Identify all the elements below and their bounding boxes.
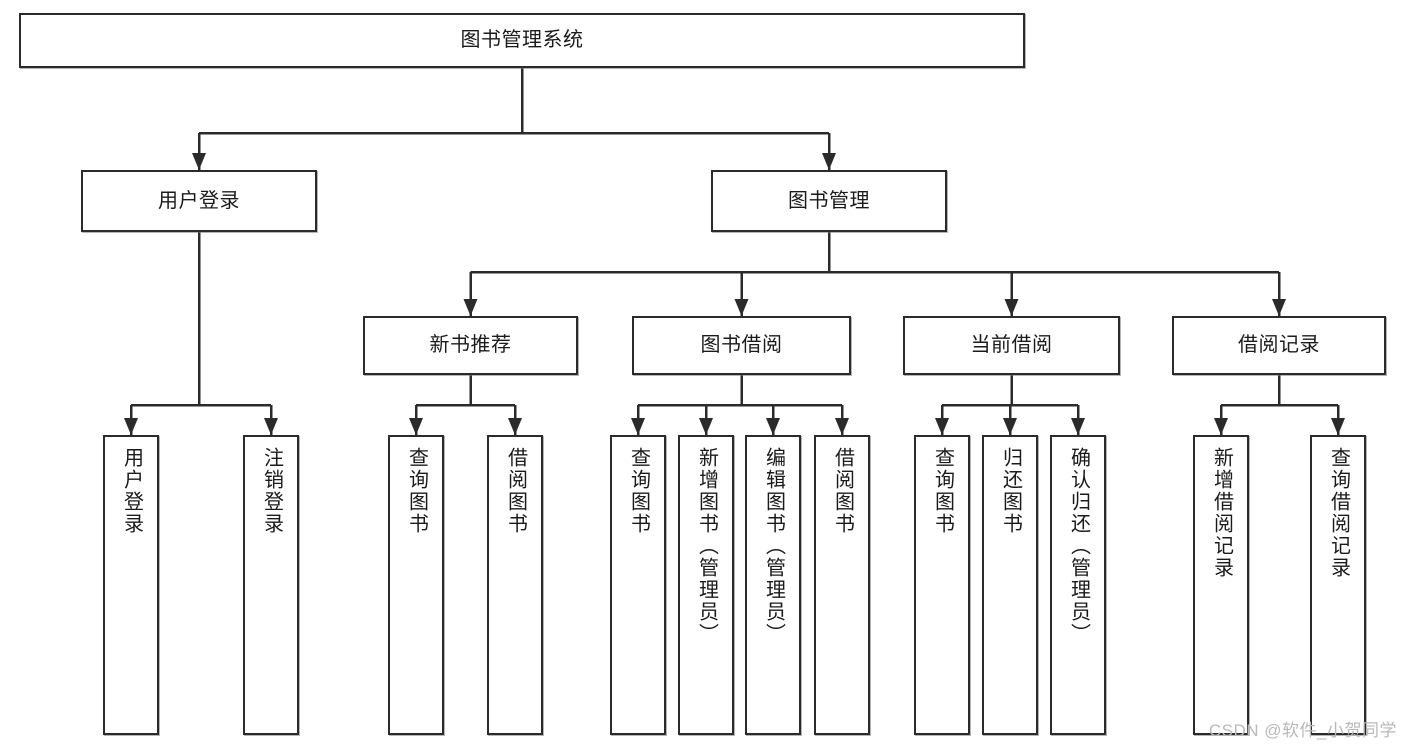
node-root[interactable]: 图书管理系统 <box>19 13 1025 68</box>
node-label: 用户登录 <box>158 189 240 212</box>
node-label: 编辑图书（管理员） <box>762 447 785 645</box>
node-label: 借阅图书 <box>831 447 854 535</box>
watermark-label: CSDN @软件_小贺同学 <box>1208 721 1397 740</box>
node-leaf-query-book-borrow[interactable]: 查询图书 <box>610 435 666 735</box>
arrowhead-leaf-query-book-borrow <box>631 418 645 435</box>
arrowhead-leaf-query-book-rec <box>409 418 423 435</box>
node-leaf-logout[interactable]: 注销登录 <box>243 435 299 735</box>
node-leaf-add-record[interactable]: 新增借阅记录 <box>1193 435 1249 735</box>
arrowhead-leaf-borrow-book-rec <box>508 418 522 435</box>
arrowhead-user-login <box>192 153 206 170</box>
node-label: 查询图书 <box>931 447 954 535</box>
arrowhead-leaf-add-book <box>699 418 713 435</box>
arrowhead-leaf-user-login <box>124 418 138 435</box>
arrowhead-leaf-confirm-return <box>1071 418 1085 435</box>
arrowhead-leaf-logout <box>264 418 278 435</box>
arrowhead-current-borrow <box>1004 299 1019 316</box>
node-label: 查询图书 <box>405 447 428 535</box>
arrowhead-leaf-borrow-book <box>835 418 849 435</box>
arrowhead-leaf-add-record <box>1214 418 1228 435</box>
node-borrow-record[interactable]: 借阅记录 <box>1172 316 1386 375</box>
node-leaf-query-book-rec[interactable]: 查询图书 <box>388 435 444 735</box>
node-leaf-add-book[interactable]: 新增图书（管理员） <box>678 435 734 735</box>
node-current-borrow[interactable]: 当前借阅 <box>903 316 1120 375</box>
node-leaf-confirm-return[interactable]: 确认归还（管理员） <box>1050 435 1106 735</box>
node-leaf-borrow-book-rec[interactable]: 借阅图书 <box>487 435 543 735</box>
node-new-book-recommend[interactable]: 新书推荐 <box>363 316 578 375</box>
node-label: 图书管理系统 <box>460 29 584 51</box>
node-label: 确认归还（管理员） <box>1067 447 1090 645</box>
node-book-borrow[interactable]: 图书借阅 <box>632 316 851 375</box>
arrowhead-borrow-record <box>1272 299 1286 316</box>
node-leaf-borrow-book[interactable]: 借阅图书 <box>814 435 870 735</box>
node-leaf-edit-book[interactable]: 编辑图书（管理员） <box>745 435 801 735</box>
node-leaf-user-login[interactable]: 用户登录 <box>103 435 159 735</box>
arrowhead-leaf-query-book-cur <box>935 418 949 435</box>
node-leaf-query-book-cur[interactable]: 查询图书 <box>914 435 970 735</box>
arrowhead-leaf-return-book <box>1003 418 1017 435</box>
arrowhead-new-book-recommend <box>463 299 478 316</box>
node-leaf-return-book[interactable]: 归还图书 <box>982 435 1038 735</box>
node-label: 查询图书 <box>627 447 650 535</box>
node-label: 新增图书（管理员） <box>695 447 718 645</box>
node-label: 借阅图书 <box>504 447 527 535</box>
node-label: 新增借阅记录 <box>1210 447 1233 579</box>
node-label: 图书管理 <box>788 189 870 212</box>
node-book-manage[interactable]: 图书管理 <box>711 170 947 232</box>
node-label: 查询借阅记录 <box>1327 447 1350 579</box>
node-label: 借阅记录 <box>1238 334 1320 356</box>
node-label: 用户登录 <box>120 447 143 535</box>
node-label: 新书推荐 <box>429 334 512 356</box>
arrowhead-book-manage <box>822 153 836 170</box>
node-label: 图书借阅 <box>700 334 783 356</box>
arrowhead-leaf-query-record <box>1331 418 1345 435</box>
node-label: 当前借阅 <box>970 334 1053 356</box>
node-label: 注销登录 <box>260 447 283 535</box>
arrowhead-book-borrow <box>734 299 749 316</box>
arrowhead-leaf-edit-book <box>766 418 780 435</box>
node-label: 归还图书 <box>999 447 1022 535</box>
node-leaf-query-record[interactable]: 查询借阅记录 <box>1310 435 1366 735</box>
node-user-login[interactable]: 用户登录 <box>81 170 317 232</box>
